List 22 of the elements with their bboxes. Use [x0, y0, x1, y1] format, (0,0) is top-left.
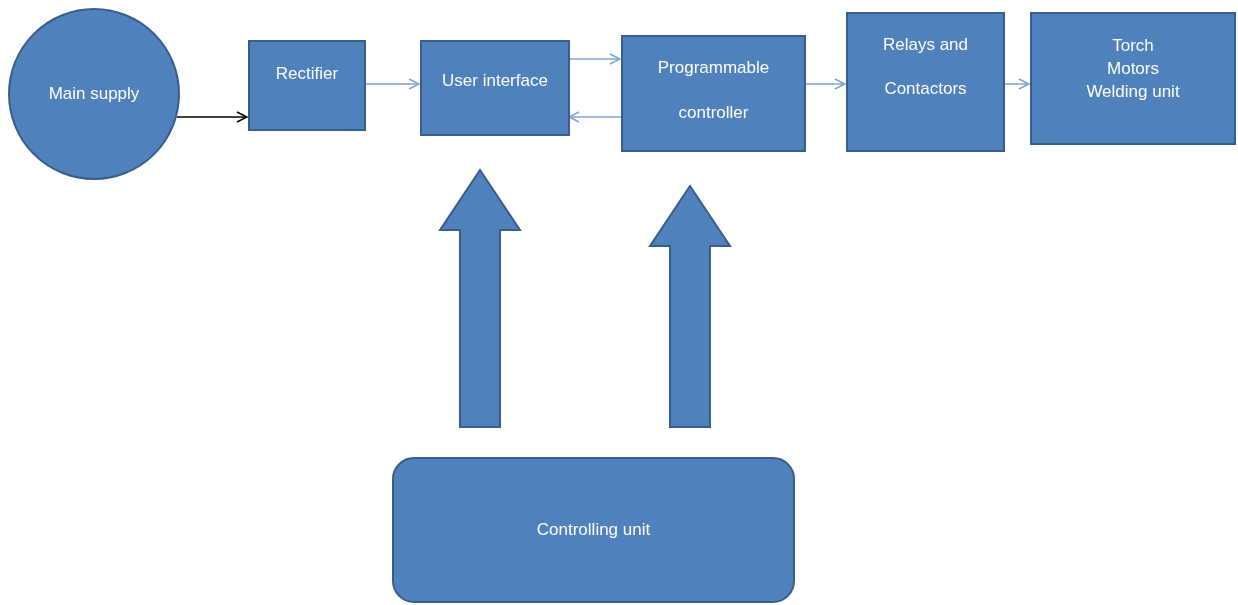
node-label: Welding unit [1086, 80, 1180, 103]
arrow [569, 53, 621, 65]
node-label: Motors [1107, 58, 1159, 81]
arrow [805, 78, 846, 90]
process-box [248, 40, 366, 131]
node-label: Rectifier [275, 63, 339, 86]
controller-box [392, 457, 795, 603]
process-box [1030, 12, 1236, 145]
node-label: Relays and Contactors [881, 33, 970, 100]
process-box [420, 40, 570, 136]
arrow [365, 78, 420, 90]
block-arrow [648, 184, 732, 428]
node-label: Torch [1112, 35, 1154, 58]
arrow [1004, 78, 1030, 90]
node-label: Main supply [48, 82, 140, 105]
process-box [621, 35, 806, 152]
arrow [176, 111, 248, 123]
node-label: Programmable controller [656, 57, 771, 124]
node-label: Controlling unit [536, 518, 651, 541]
process-box [846, 12, 1005, 152]
block-arrow [438, 168, 522, 428]
node-label: User interface [442, 69, 548, 92]
